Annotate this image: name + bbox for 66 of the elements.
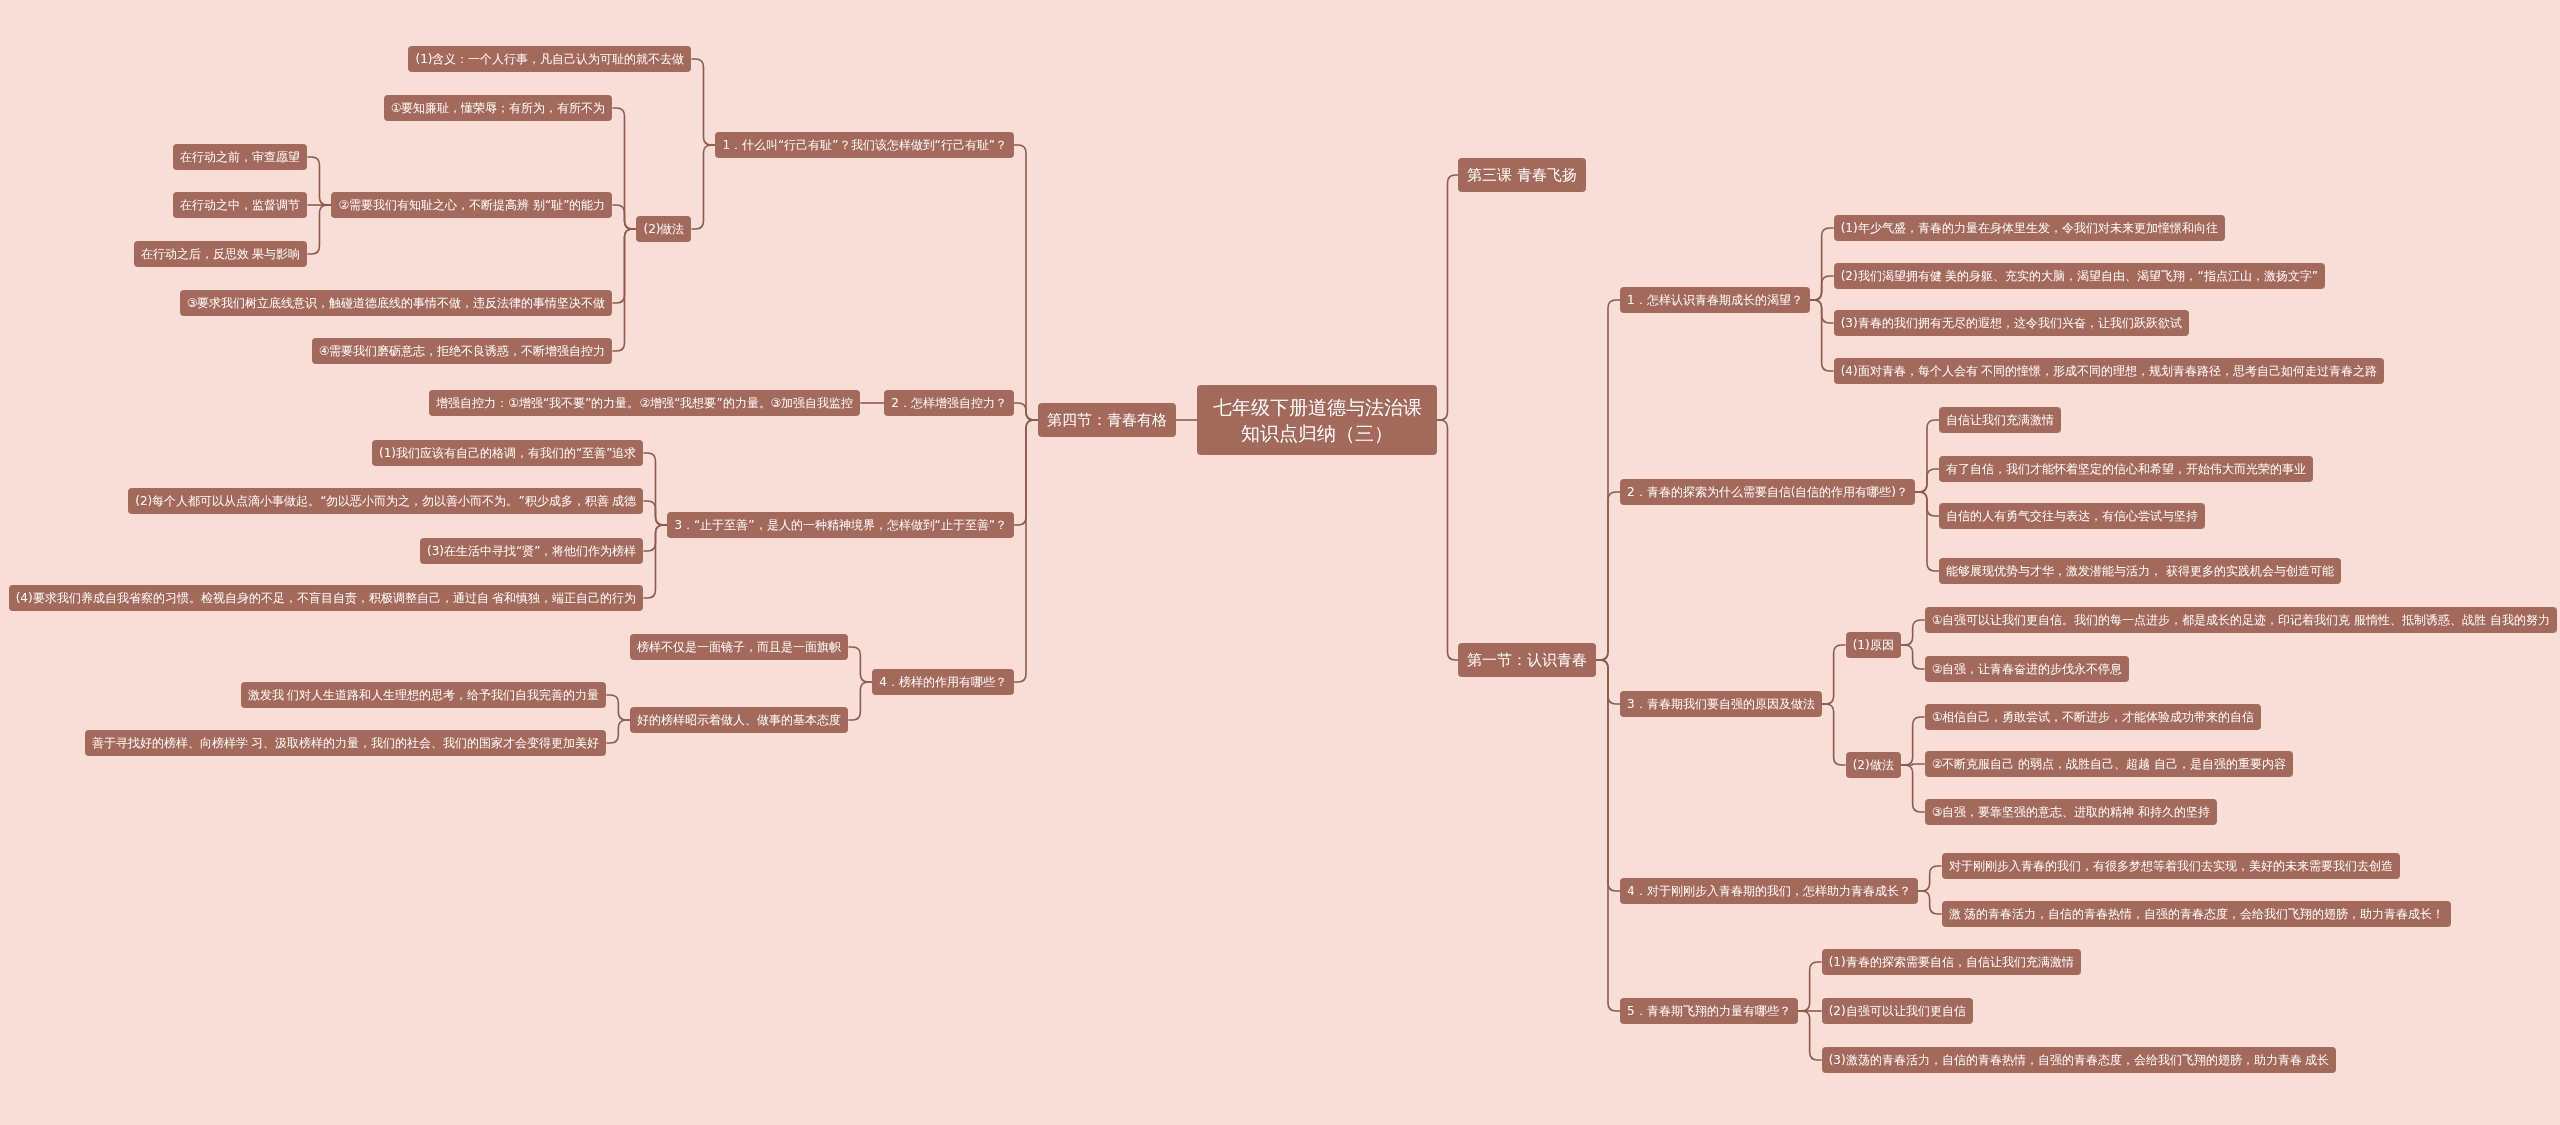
connector-line	[1808, 299, 1835, 372]
topic-node: (2)每个人都可以从点滴小事做起。“勿以恶小而为之，勿以善小而不为。”积少成多，积善 成德	[128, 488, 644, 514]
topic-node: 1．怎样认识青春期成长的渴望？	[1620, 287, 1810, 313]
topic-node: (2)我们渴望拥有健 美的身躯、充实的大脑，渴望自由、渴望飞翔，“指点江山，激扬文字”	[1833, 263, 2325, 289]
connector-line	[1916, 890, 1943, 915]
topic-node: 1．什么叫“行己有耻”？我们该怎样做到“行己有耻”？	[715, 132, 1014, 158]
topic-node: 榜样不仅是一面镜子，而且是一面旗帜	[630, 634, 849, 660]
topic-node: 2．怎样增强自控力？	[884, 390, 1014, 416]
connector-line	[1013, 419, 1039, 683]
topic-node: 善于寻找好的榜样、向榜样学 习、汲取榜样的力量，我们的社会、我们的国家才会变得更加美好	[84, 730, 607, 756]
topic-node: 3．“止于至善”，是人的一种精神境界，怎样做到“止于至善”？	[667, 512, 1014, 538]
topic-node: 自信的人有勇气交往与表达，有信心尝试与坚持	[1939, 503, 2205, 529]
topic-node: 自信让我们充满激情	[1939, 407, 2061, 433]
topic-node: (1)原因	[1845, 632, 1901, 658]
connector-line	[611, 228, 638, 352]
connector-line	[1175, 419, 1198, 421]
topic-node: 第四节：青春有格	[1038, 403, 1176, 437]
topic-node: 好的榜样昭示着做人、做事的基本态度	[630, 707, 849, 733]
connector-line	[1436, 419, 1459, 661]
central-topic: 七年级下册道德与法治课知识点归纳（三）	[1197, 385, 1437, 455]
topic-node: ④需要我们磨砺意志，拒绝不良诱惑，不断增强自控力	[311, 338, 613, 364]
topic-node: 能够展现优势与才华，激发潜能与活力， 获得更多的实践机会与创造可能	[1939, 558, 2341, 584]
topic-node: (3)青春的我们拥有无尽的遐想，这令我们兴奋，让我们跃跃欲试	[1833, 310, 2189, 336]
topic-node: (2)做法	[1845, 752, 1901, 778]
connector-line	[642, 524, 669, 599]
topic-node: (4)面对青春，每个人会有 不同的憧憬，形成不同的理想，规划青春路径，思考自己如何走过青春之路	[1833, 358, 2385, 384]
topic-node: (3)激荡的青春活力，自信的青春热情，自强的青春态度，会给我们飞翔的翅膀，助力青春 成长	[1821, 1047, 2337, 1073]
topic-node: 第三课 青春飞扬	[1458, 158, 1586, 192]
connector-line	[847, 681, 874, 721]
topic-node: ②自强，让青春奋进的步伐永不停息	[1924, 656, 2130, 682]
topic-node: (1)含义：一个人行事，凡自己认为可耻的就不去做	[408, 46, 692, 72]
topic-node: 激 荡的青春活力，自信的青春热情，自强的青春态度，会给我们飞翔的翅膀，助力青春成长！	[1941, 901, 2452, 927]
connector-line	[1899, 764, 1926, 813]
topic-node: ①自强可以让我们更自信。我们的每一点进步，都是成长的足迹，印记着我们克 服惰性、抵制诱惑、战胜 自我的努力	[1924, 607, 2558, 633]
topic-node: (4)要求我们养成自我省察的习惯。检视自身的不足，不盲目自责，积极调整自己，通过自 省和慎独，端正自己的行为	[8, 585, 644, 611]
topic-node: 在行动之前，审查愿望	[173, 144, 308, 170]
topic-node: 3．青春期我们要自强的原因及做法	[1620, 691, 1822, 717]
topic-node: (2)自强可以让我们更自信	[1821, 998, 1973, 1024]
topic-node: 激发我 们对人生道路和人生理想的思考，给予我们自我完善的力量	[240, 682, 607, 708]
connector-line	[1899, 644, 1926, 670]
topic-node: (1)年少气盛，青春的力量在身体里生发，令我们对未来更加憧憬和向往	[1833, 215, 2225, 241]
topic-node: 在行动之后，反思效 果与影响	[133, 241, 308, 267]
topic-node: ③要求我们树立底线意识，触碰道德底线的事情不做，违反法律的事情坚决不做	[179, 290, 613, 316]
topic-node: 有了自信，我们才能怀着坚定的信心和希望，开始伟大而光荣的事业	[1939, 456, 2313, 482]
topic-node: 4．榜样的作用有哪些？	[872, 669, 1014, 695]
connector-line	[690, 144, 717, 230]
topic-node: 增强自控力：①增强“我不要”的力量。②增强“我想要”的力量。③加强自我监控	[429, 390, 861, 416]
connector-line	[1820, 703, 1847, 766]
topic-node: (1)我们应该有自己的格调，有我们的“至善”追求	[372, 440, 644, 466]
connector-line	[1914, 491, 1940, 572]
topic-node: (2)做法	[636, 216, 692, 242]
topic-node: 4．对于刚刚步入青春期的我们，怎样助力青春成长？	[1620, 878, 1918, 904]
topic-node: 2．青春的探索为什么需要自信(自信的作用有哪些)？	[1620, 479, 1915, 505]
connector-line	[859, 402, 886, 404]
connector-line	[605, 719, 632, 744]
topic-node: 对于刚刚步入青春的我们，有很多梦想等着我们去实现，美好的未来需要我们去创造	[1941, 853, 2400, 879]
topic-node: 在行动之中，监督调节	[173, 192, 308, 218]
topic-node: ①相信自己，勇敢尝试，不断进步，才能体验成功带来的自信	[1924, 704, 2262, 730]
topic-node: ③自强，要靠坚强的意志、进取的精神 和持久的坚持	[1924, 799, 2218, 825]
topic-node: ②需要我们有知耻之心，不断提高辨 别“耻”的能力	[331, 192, 613, 218]
topic-node: 第一节：认识青春	[1458, 643, 1596, 677]
topic-node: 5．青春期飞翔的力量有哪些？	[1620, 998, 1798, 1024]
topic-node: ①要知廉耻，懂荣辱；有所为，有所不为	[383, 95, 613, 121]
topic-node: (1)青春的探索需要自信，自信让我们充满激情	[1821, 949, 2081, 975]
topic-node: ②不断克服自己 的弱点，战胜自己、超越 自己，是自强的重要内容	[1924, 751, 2294, 777]
topic-node: (3)在生活中寻找“贤”，将他们作为榜样	[420, 538, 644, 564]
